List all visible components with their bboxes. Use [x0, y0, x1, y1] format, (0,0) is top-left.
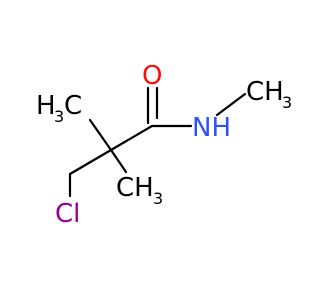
quaternary-to-ch2-bond [68, 148, 113, 176]
right-methyl-subscript: 3 [153, 189, 163, 208]
quaternary-to-carbonyl-bond [109, 124, 154, 152]
chlorine-atom-label: Cl [55, 199, 80, 229]
right-methyl-label: CH [116, 173, 154, 203]
quaternary-to-top-methyl-bond [88, 118, 113, 152]
top-methyl-subscript: 3 [54, 107, 64, 126]
quaternary-to-right-methyl-bond [109, 148, 128, 174]
top-methyl-c-label: C [64, 91, 82, 121]
structure-diagram: O NH CH 3 H 3 C CH 3 Cl [36, 61, 292, 229]
bonds [68, 86, 247, 198]
nitrogen-atom-label: NH [192, 113, 231, 143]
n-methyl-label: CH [246, 77, 284, 107]
n-methyl-subscript: 3 [282, 93, 292, 112]
molecule-canvas: O NH CH 3 H 3 C CH 3 Cl [36, 61, 293, 229]
top-methyl-h-label: H [36, 91, 56, 121]
nitrogen-to-methyl-bond [215, 92, 247, 117]
oxygen-atom-label: O [142, 61, 162, 91]
